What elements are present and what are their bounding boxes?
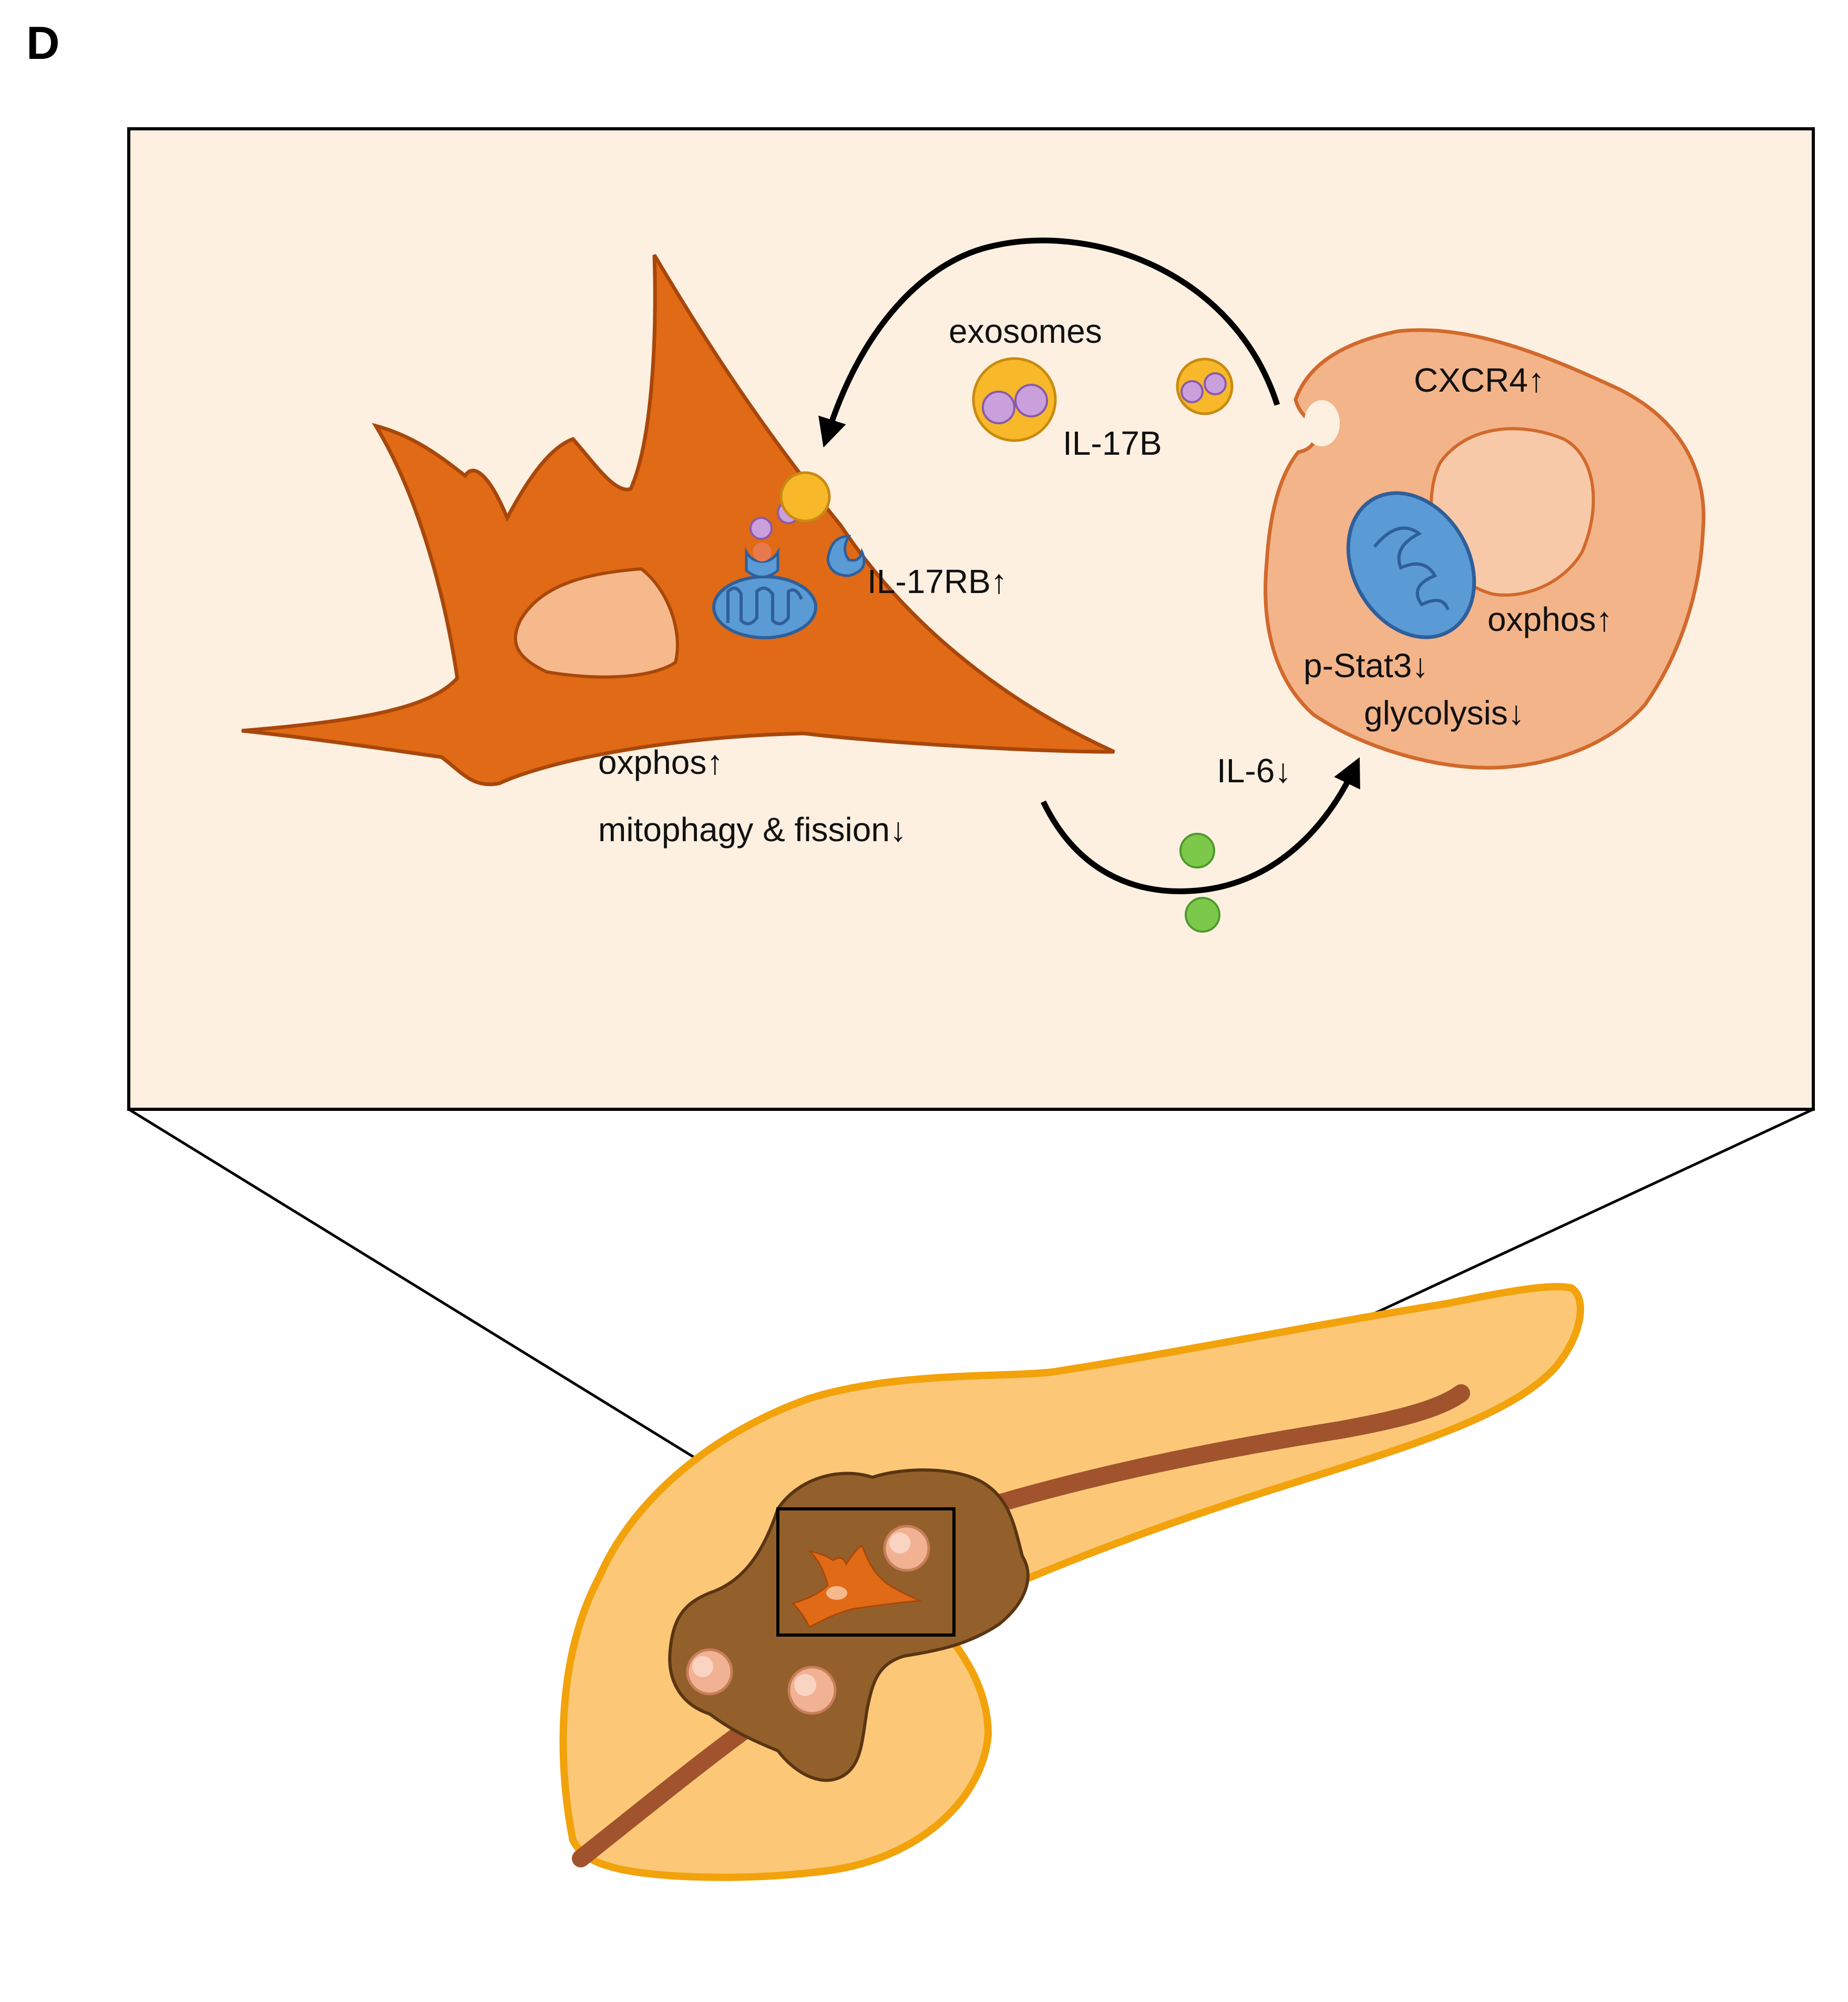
tumor-nodule-icon (787, 1666, 837, 1715)
tumor-cell (1264, 328, 1706, 770)
zoom-selection-box (776, 1507, 956, 1637)
exosome-icon (972, 357, 1057, 442)
released-cargo-icon (750, 517, 773, 540)
il6-arrow (1041, 757, 1360, 894)
caf-oxphos-label: oxphos↑ (598, 743, 723, 781)
tumor-mass (668, 1468, 1030, 1782)
tumor-oxphos-label: oxphos↑ (1487, 600, 1613, 638)
il17rb-label: IL-17RB↑ (867, 563, 1008, 600)
mini-caf-nucleus (826, 1586, 847, 1600)
pstat3-label: p-Stat3↓ (1303, 647, 1429, 685)
exosomes-label: exosomes (949, 312, 1102, 350)
il17b-label: IL-17B (1063, 424, 1162, 462)
tumor-nodule-icon (883, 1525, 930, 1572)
tumor-nodule-icon (686, 1648, 733, 1695)
cxcr4-label: CXCR4↑ (1414, 361, 1545, 399)
tumor-mitochondrion-icon (1346, 491, 1476, 639)
il6-label: IL-6↓ (1217, 752, 1291, 790)
mitophagy-label: mitophagy & fission↓ (598, 811, 907, 849)
fusing-exosome-icon (779, 471, 831, 523)
exosome-arrow (818, 238, 1280, 448)
panel-label: D (26, 17, 60, 69)
il17rb-receptor-icon (826, 535, 866, 577)
pancreas-organ (559, 1283, 1584, 1881)
glycolysis-label: glycolysis↓ (1364, 694, 1525, 732)
caf-mitochondrion-icon (712, 575, 817, 639)
caf-nucleus (514, 567, 679, 679)
bound-receptor-icon (745, 547, 779, 578)
il6-molecule-icon (1179, 833, 1215, 869)
exosome-icon (1176, 358, 1234, 415)
caf-cell (241, 254, 1115, 786)
bound-cargo-icon (753, 543, 772, 561)
mini-caf-icon (790, 1544, 923, 1629)
il6-molecule-icon (1185, 897, 1220, 933)
